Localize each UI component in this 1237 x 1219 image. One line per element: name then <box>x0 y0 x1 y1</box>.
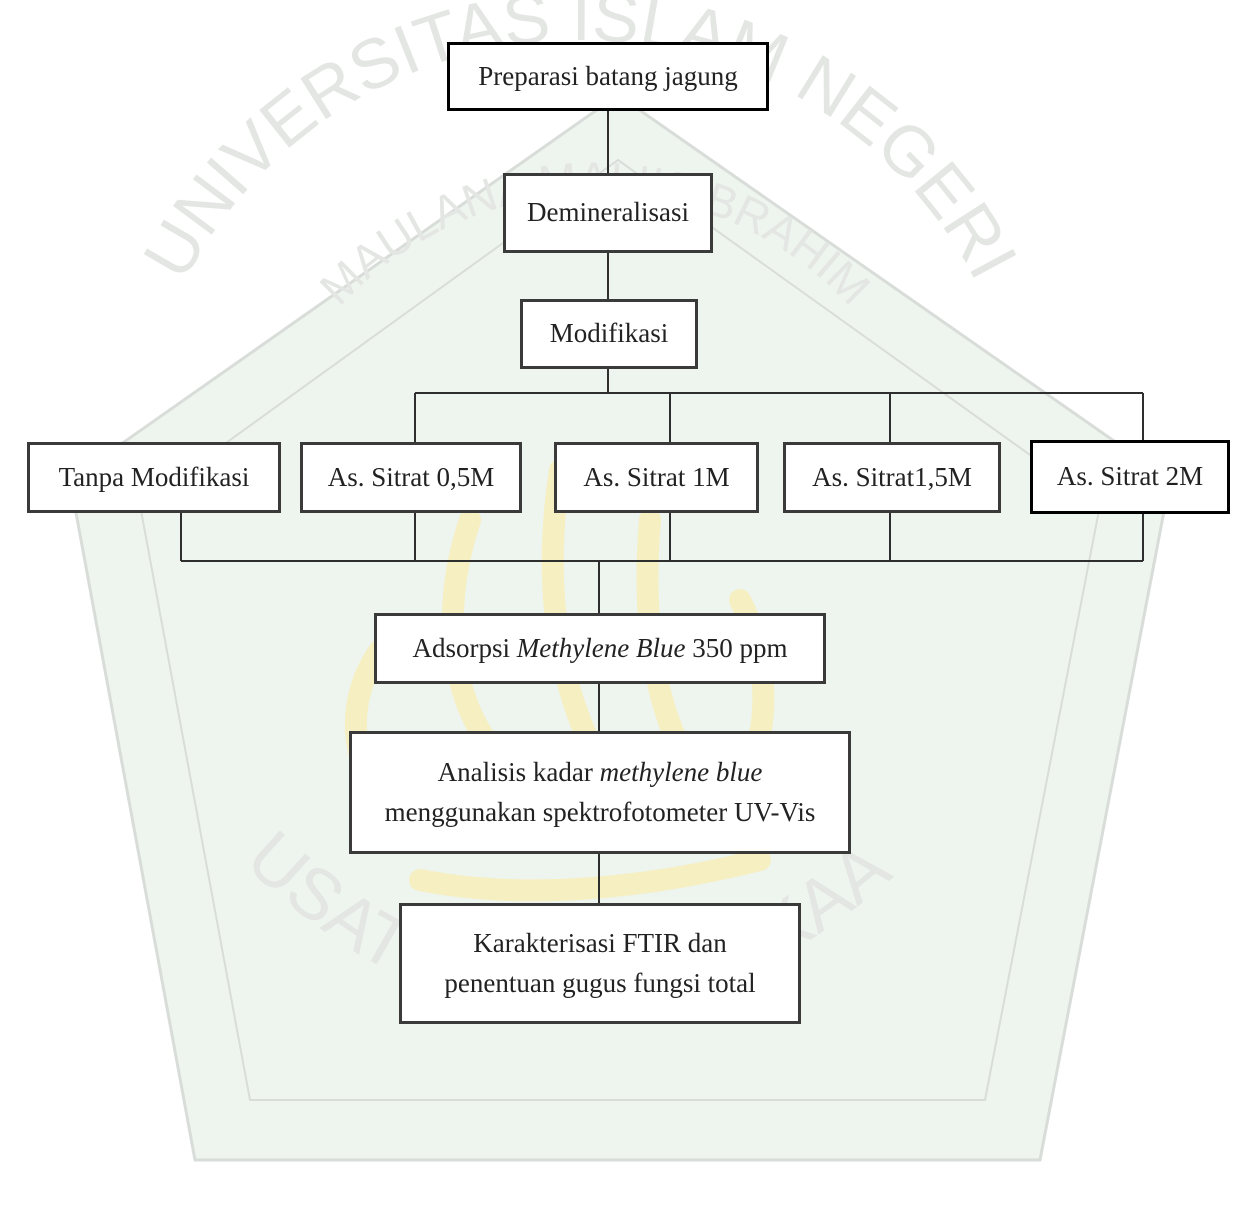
box-preparasi: Preparasi batang jagung <box>447 42 769 111</box>
box-sitrat-15-label: As. Sitrat1,5M <box>812 461 972 492</box>
box-adsorpsi: Adsorpsi Methylene Blue 350 ppm <box>374 613 826 684</box>
box-analisis-line2: menggunakan spektrofotometer UV-Vis <box>384 796 816 827</box>
box-adsorpsi-label: Adsorpsi Methylene Blue 350 ppm <box>413 629 788 668</box>
box-sitrat-05-label: As. Sitrat 0,5M <box>327 461 495 492</box>
box-sitrat-05: As. Sitrat 0,5M <box>300 442 522 513</box>
box-sitrat-1-label: As. Sitrat 1M <box>583 461 730 492</box>
box-analisis: Analisis kadar methylene blue menggunaka… <box>349 731 851 854</box>
box-adsorpsi-suffix: 350 ppm <box>685 632 788 663</box>
box-demineralisasi-label: Demineralisasi <box>527 197 689 228</box>
box-tanpa-modifikasi: Tanpa Modifikasi <box>27 442 281 513</box>
box-analisis-line1-prefix: Analisis kadar <box>437 757 600 788</box>
box-demineralisasi: Demineralisasi <box>503 173 713 253</box>
box-sitrat-2: As. Sitrat 2M <box>1030 440 1230 514</box>
box-adsorpsi-italic: Methylene Blue <box>516 632 686 663</box>
box-analisis-line1-italic: methylene blue <box>599 757 763 788</box>
box-tanpa-modifikasi-label: Tanpa Modifikasi <box>58 461 250 492</box>
box-sitrat-15: As. Sitrat1,5M <box>783 442 1001 513</box>
box-sitrat-2-label: As. Sitrat 2M <box>1056 461 1204 492</box>
box-karakterisasi: Karakterisasi FTIR dan penentuan gugus f… <box>399 903 801 1024</box>
box-preparasi-label: Preparasi batang jagung <box>478 60 738 91</box>
box-karakterisasi-line1: Karakterisasi FTIR dan <box>473 928 727 959</box>
box-modifikasi-label: Modifikasi <box>549 318 669 349</box>
box-karakterisasi-line2: penentuan gugus fungsi total <box>444 967 756 998</box>
box-analisis-line1: Analisis kadar methylene blue <box>438 753 763 792</box>
box-sitrat-1: As. Sitrat 1M <box>554 442 759 513</box>
box-modifikasi: Modifikasi <box>520 299 698 369</box>
box-adsorpsi-prefix: Adsorpsi <box>412 632 517 663</box>
